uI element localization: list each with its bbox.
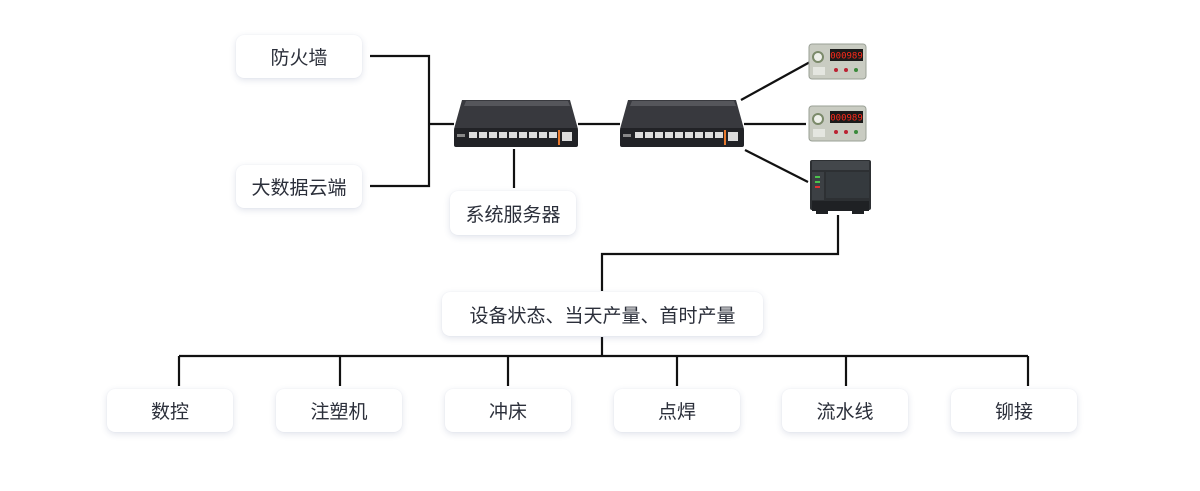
- counter-knob: [812, 51, 824, 63]
- machine-label: 点焊: [657, 401, 696, 423]
- bigdata-cloud-label: 大数据云端: [251, 177, 347, 199]
- machine-node-riveting: 铆接: [951, 389, 1077, 432]
- plc-foot: [852, 209, 864, 214]
- switch-port: [469, 132, 477, 138]
- counter-button: [854, 68, 858, 72]
- machine-label: 数控: [150, 401, 189, 423]
- switch-top-highlight: [630, 101, 736, 106]
- line-firewall: [370, 54, 431, 188]
- machine-node-injection-molding: 注塑机: [276, 389, 402, 432]
- switch-port: [489, 132, 497, 138]
- machine-label: 冲床: [488, 401, 527, 423]
- switch-top-highlight: [464, 101, 570, 106]
- machine-node-assembly-line: 流水线: [782, 389, 908, 432]
- machine-label: 注塑机: [310, 401, 368, 423]
- counter-device-2: 000989: [808, 105, 867, 142]
- data-summary-label: 设备状态、当天产量、首时产量: [469, 304, 736, 327]
- switch-port: [549, 132, 557, 138]
- counter-button: [834, 68, 838, 72]
- switch-accent: [724, 130, 726, 145]
- counter-button: [834, 130, 838, 134]
- switch-port: [665, 132, 673, 138]
- bigdata-cloud-node: 大数据云端: [236, 165, 362, 208]
- switch-logo: [457, 134, 465, 137]
- switch-port: [519, 132, 527, 138]
- machine-node-spot-welding: 点焊: [614, 389, 740, 432]
- switch-top: [454, 100, 578, 129]
- counter-button: [854, 130, 858, 134]
- switch-port: [685, 132, 693, 138]
- switch-accent: [558, 130, 560, 145]
- system-server-node: 系统服务器: [450, 191, 576, 235]
- line-counter-1: [740, 61, 811, 101]
- line-plc: [744, 149, 809, 183]
- plc-foot: [816, 209, 828, 214]
- switch-port: [675, 132, 683, 138]
- switch-port: [715, 132, 723, 138]
- plc-face: [826, 172, 869, 198]
- line-plc-down: [600, 215, 840, 291]
- machine-node-punch-press: 冲床: [445, 389, 571, 432]
- machine-node-cnc: 数控: [107, 389, 233, 432]
- switch-port: [655, 132, 663, 138]
- system-server-label: 系统服务器: [465, 203, 561, 226]
- plc-status-led: [815, 186, 820, 188]
- switch-port: [695, 132, 703, 138]
- firewall-label: 防火墙: [270, 47, 328, 69]
- plc-status-led: [815, 181, 820, 183]
- plc-status-led: [815, 176, 820, 178]
- plc-module: [810, 160, 871, 214]
- switch-port: [529, 132, 537, 138]
- switch-port: [645, 132, 653, 138]
- counter-digits: 000989: [830, 52, 863, 62]
- network-switch-2: [620, 100, 744, 147]
- counter-display: [830, 111, 863, 123]
- switch-port: [539, 132, 547, 138]
- switch-port: [479, 132, 487, 138]
- counter-button: [844, 68, 848, 72]
- switch-top: [620, 100, 744, 129]
- connection-lines: [177, 54, 1030, 386]
- switch-port: [499, 132, 507, 138]
- counter-label-plate: [813, 129, 825, 137]
- switch-uplink-port: [728, 132, 738, 141]
- switch-uplink-port: [562, 132, 572, 141]
- switch-port: [509, 132, 517, 138]
- counter-label-plate: [813, 67, 825, 75]
- machine-label: 铆接: [994, 401, 1033, 423]
- switch-port: [705, 132, 713, 138]
- firewall-node: 防火墙: [236, 35, 362, 78]
- counter-display: [830, 49, 863, 61]
- counter-digits: 000989: [830, 114, 863, 124]
- switch-logo: [623, 134, 631, 137]
- counter-button: [844, 130, 848, 134]
- data-summary-node: 设备状态、当天产量、首时产量: [442, 292, 763, 336]
- machine-label: 流水线: [816, 401, 874, 423]
- counter-knob: [812, 113, 824, 125]
- network-switch-1: [454, 100, 578, 147]
- switch-port: [635, 132, 643, 138]
- plc-bottom-terminal: [812, 201, 869, 211]
- counter-device-1: 000989: [808, 43, 867, 80]
- plc-top-terminal: [812, 161, 869, 170]
